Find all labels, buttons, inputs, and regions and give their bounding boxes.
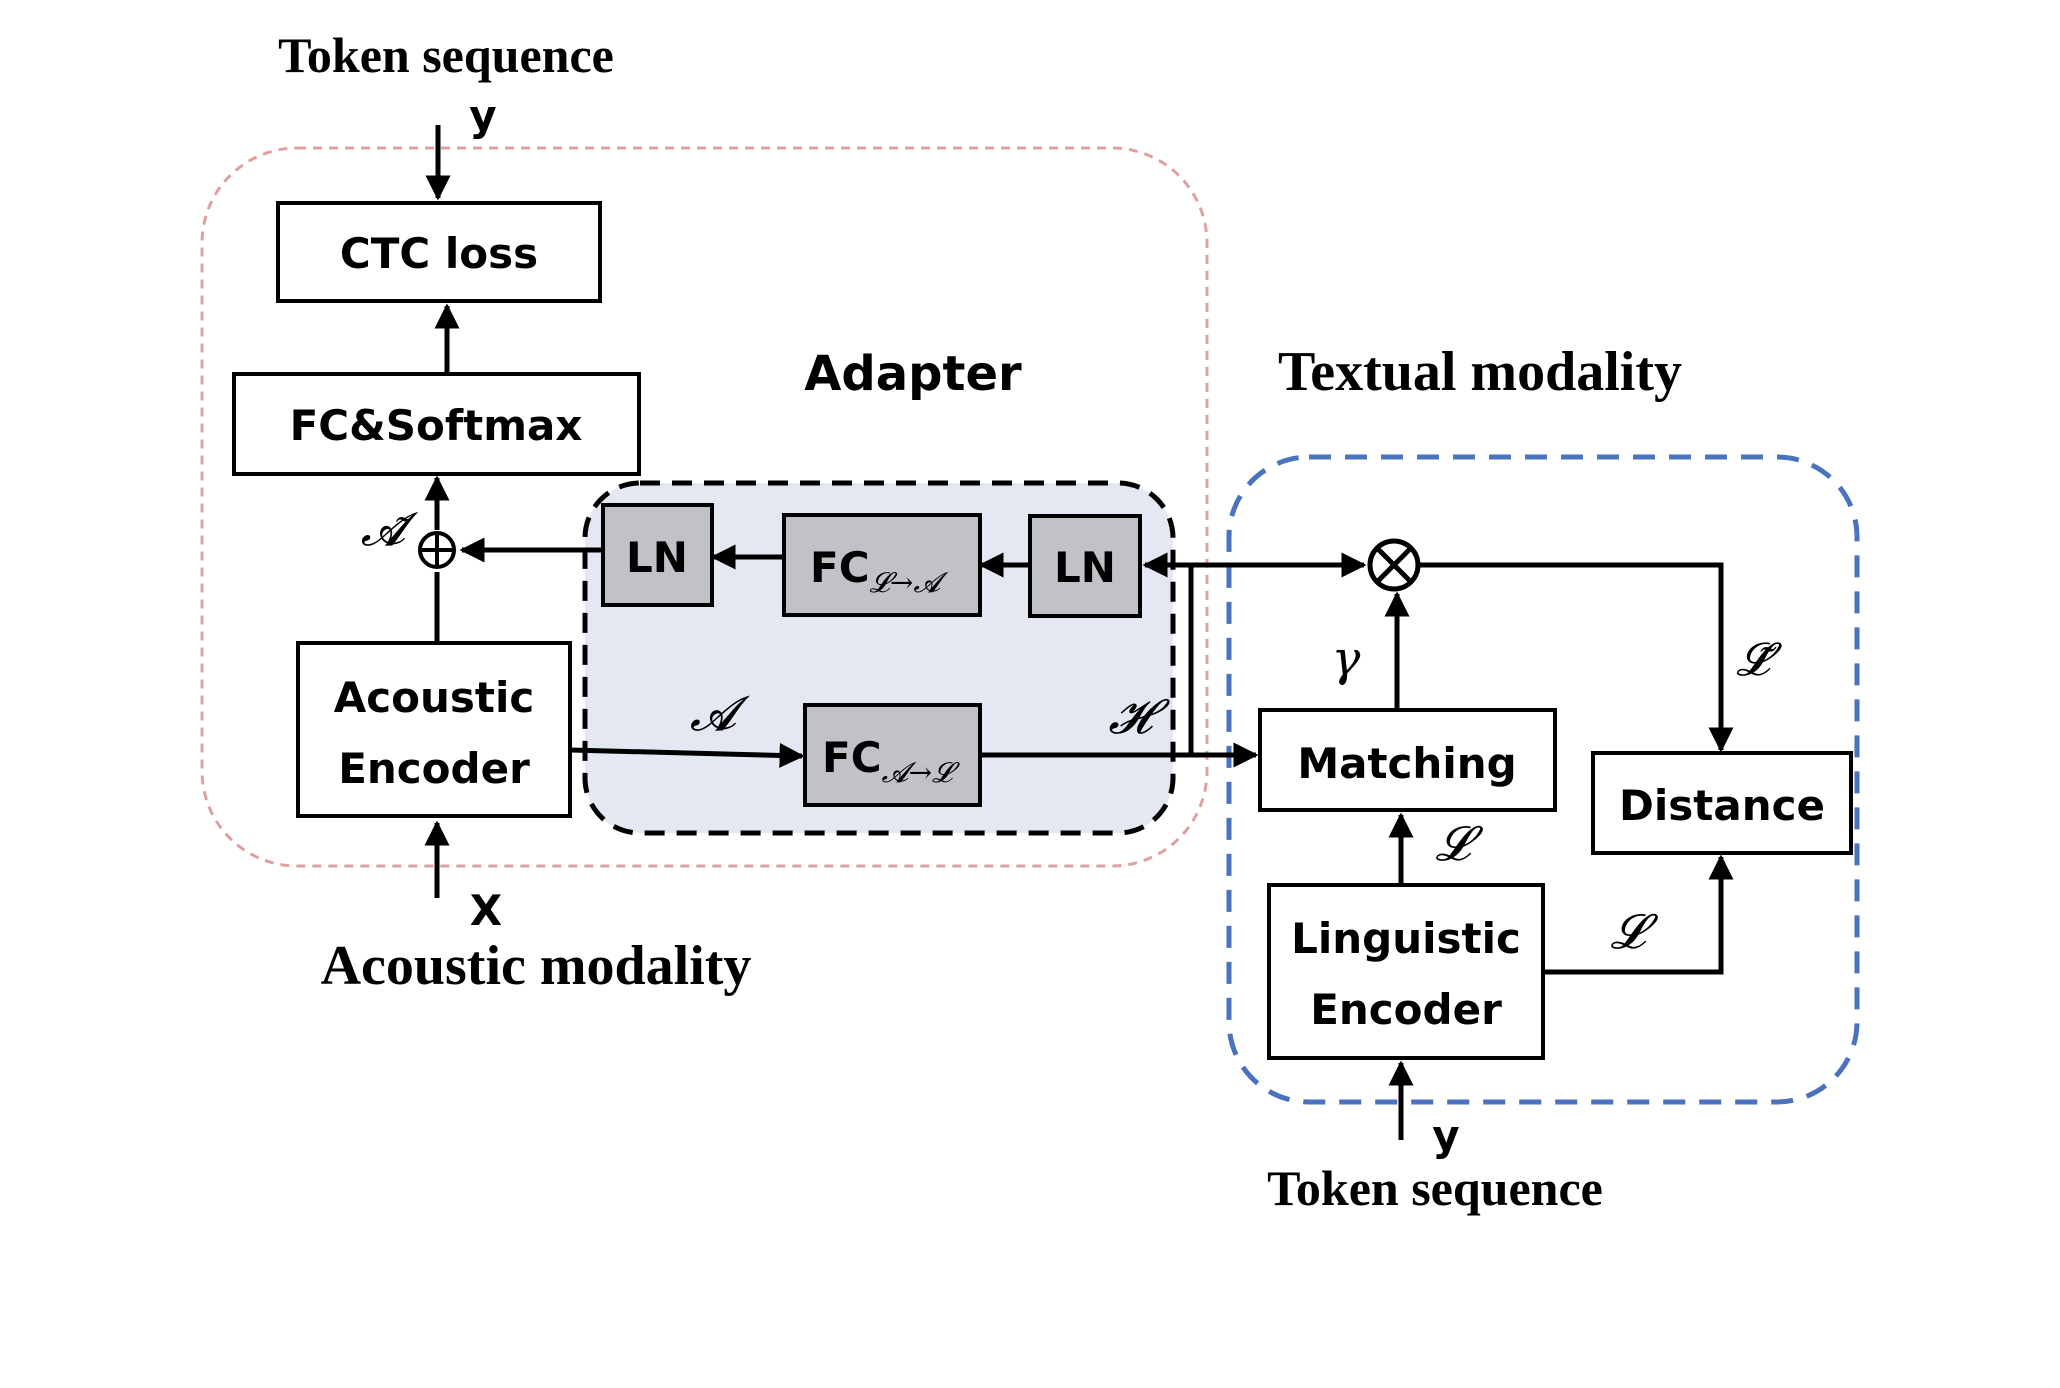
token-sequence-top-label: Token sequence [278, 27, 614, 83]
l-distance-symbol: 𝓛 [1611, 904, 1659, 960]
token-sequence-bottom-label: Token sequence [1267, 1160, 1603, 1216]
a-tilde-symbol: 𝓐̃ [361, 502, 419, 556]
ln-left-label: LN [626, 533, 688, 582]
linguistic-encoder-label-line2: Encoder [1310, 985, 1502, 1034]
y-top-label: y [469, 91, 496, 140]
x-input-label: X [470, 886, 502, 935]
l-tilde-symbol: 𝓛̃ [1736, 632, 1782, 686]
ln-right-block: LN [1028, 514, 1142, 618]
arrow-multiply-to-distance [1418, 562, 1734, 753]
ln-left-block: LN [601, 503, 714, 607]
textual-modality-label: Textual modality [1278, 341, 1682, 403]
fc-l2a-block: FC𝓛→𝓐 [782, 513, 982, 617]
linguistic-encoder-block: Linguistic Encoder [1267, 883, 1545, 1060]
adapter-region [582, 480, 1176, 836]
fc-l2a-subscript: 𝓛→𝓐 [870, 566, 950, 599]
distance-block: Distance [1591, 751, 1853, 855]
gamma-symbol: γ [1332, 631, 1361, 687]
fc-l2a-main: FC [810, 543, 870, 592]
fc-a2l-subscript: 𝓐→𝓛 [882, 756, 961, 789]
acoustic-modality-label: Acoustic modality [321, 935, 752, 997]
arrow-linguistic-to-distance [1543, 854, 1734, 975]
linguistic-encoder-label-line1: Linguistic [1291, 914, 1521, 963]
fc-a2l-main: FC [822, 733, 882, 782]
acoustic-encoder-label-line2: Encoder [338, 744, 530, 793]
fc-softmax-block: FC&Softmax [232, 372, 641, 476]
multiply-icon [1367, 538, 1421, 592]
l-matching-symbol: 𝓛 [1436, 816, 1484, 872]
fc-a2l-label: FC𝓐→𝓛 [822, 733, 960, 789]
acoustic-encoder-block: Acoustic Encoder [296, 641, 572, 818]
ctc-loss-label: CTC loss [340, 229, 538, 278]
residual-add-icon [418, 531, 456, 569]
fc-l2a-label: FC𝓛→𝓐 [810, 543, 949, 599]
textual-modality-region [1226, 454, 1860, 1105]
matching-label: Matching [1297, 739, 1516, 788]
distance-label: Distance [1619, 781, 1825, 830]
ctc-loss-block: CTC loss [276, 201, 602, 303]
matching-block: Matching [1258, 708, 1557, 812]
adapter-label: Adapter [804, 346, 1022, 402]
fc-a2l-block: FC𝓐→𝓛 [803, 703, 982, 807]
fc-softmax-label: FC&Softmax [290, 401, 583, 450]
ln-right-label: LN [1054, 543, 1116, 592]
acoustic-modality-region [200, 146, 1209, 868]
acoustic-encoder-label-line1: Acoustic [334, 673, 535, 722]
arrow-encoder-to-fc-a2l [569, 742, 805, 768]
y-bottom-label: y [1432, 1111, 1459, 1160]
